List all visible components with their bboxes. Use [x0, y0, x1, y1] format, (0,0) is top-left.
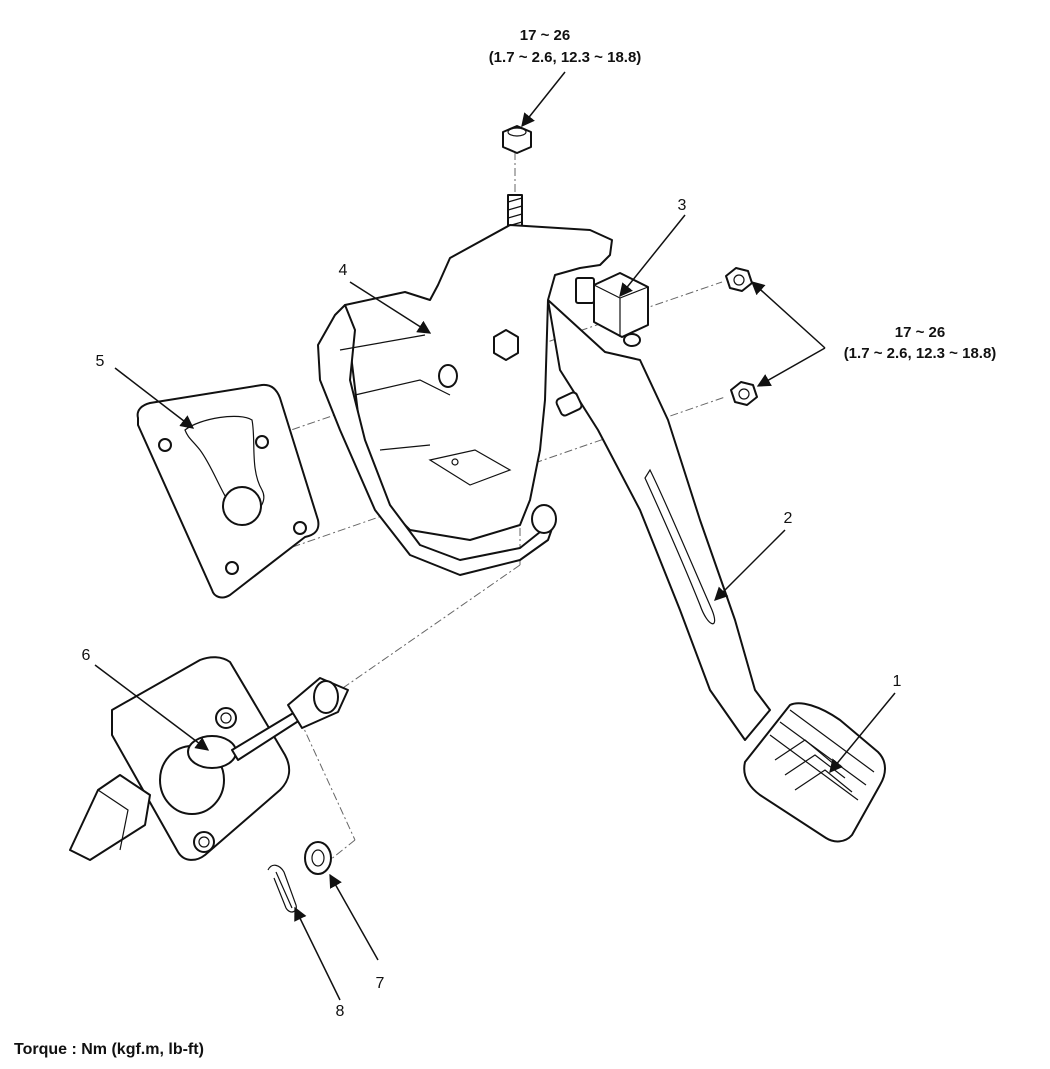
callout-5: 5	[96, 353, 105, 370]
callout-6: 6	[82, 647, 91, 664]
snap-pin	[267, 864, 297, 913]
callout-leaders	[94, 71, 896, 1001]
callout-numbers: 1 2 3 4 5 6 7 8	[82, 197, 902, 1020]
clutch-switch	[575, 272, 649, 347]
callout-1: 1	[893, 673, 902, 690]
clutch-pedal-arm	[547, 299, 771, 741]
torque-right-line2: (1.7 ~ 2.6, 12.3 ~ 18.8)	[844, 345, 997, 362]
dash-panel-gasket	[136, 383, 320, 599]
pedal-bracket	[317, 224, 613, 576]
washer	[304, 841, 332, 875]
callout-3: 3	[678, 197, 687, 214]
side-nut-lower	[730, 381, 758, 406]
torque-units-note: Torque : Nm (kgf.m, lb-ft)	[14, 1041, 204, 1058]
callout-8: 8	[336, 1003, 345, 1020]
callout-2: 2	[784, 510, 793, 527]
callout-4: 4	[339, 262, 348, 279]
torque-right-line1: 17 ~ 26	[895, 324, 945, 341]
torque-top-line2: (1.7 ~ 2.6, 12.3 ~ 18.8)	[489, 49, 642, 66]
torque-spec-top: 17 ~ 26 (1.7 ~ 2.6, 12.3 ~ 18.8)	[489, 27, 642, 66]
torque-spec-right: 17 ~ 26 (1.7 ~ 2.6, 12.3 ~ 18.8)	[844, 324, 997, 362]
pedal-pad	[743, 702, 886, 843]
clutch-master-cylinder	[69, 656, 349, 861]
torque-top-line1: 17 ~ 26	[520, 27, 570, 44]
callout-7: 7	[376, 975, 385, 992]
side-nut-upper	[725, 267, 753, 292]
top-nut	[502, 125, 532, 154]
